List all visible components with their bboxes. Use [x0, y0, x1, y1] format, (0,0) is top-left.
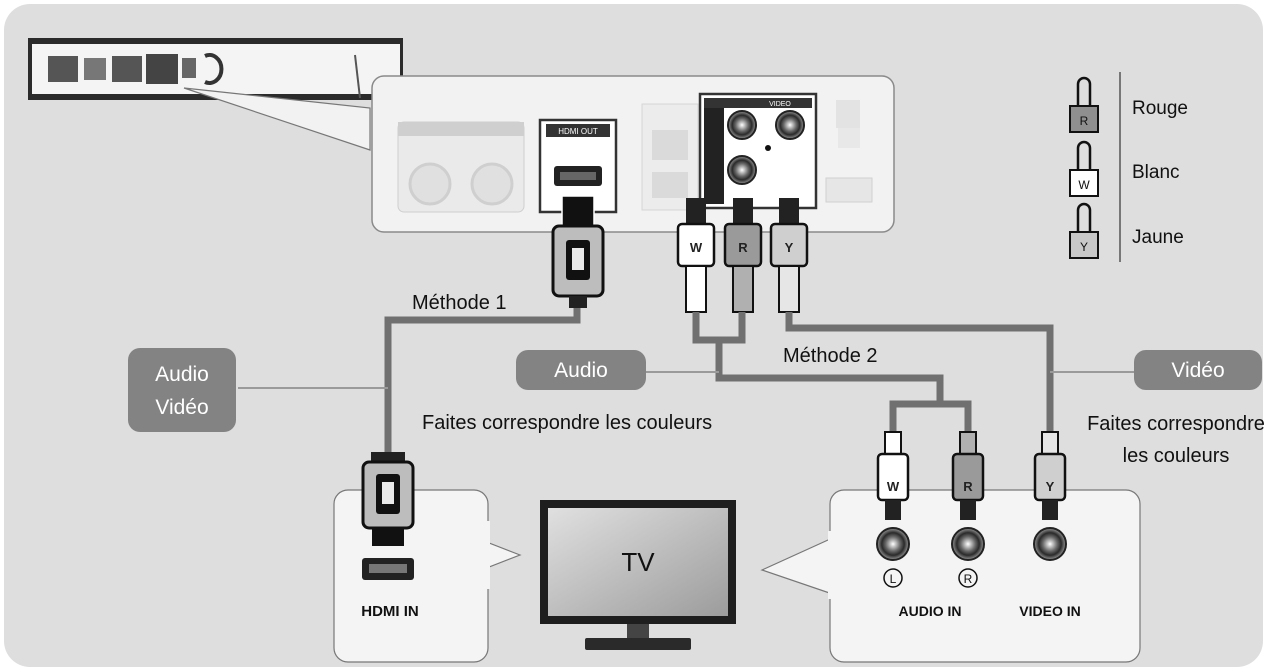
legend-blanc-label: Blanc — [1132, 162, 1180, 183]
method-1-label: Méthode 1 — [412, 292, 507, 314]
audio-in-r-jack — [951, 527, 985, 561]
plug-r-bottom-label: R — [963, 479, 973, 494]
composite-cables: W R Y — [676, 198, 1054, 432]
color-legend: R Rouge W Blanc Y Jaune — [1069, 72, 1188, 262]
legend-rouge-label: Rouge — [1132, 98, 1188, 119]
plug-w-top-label: W — [690, 240, 703, 255]
tag-audio-video-line1: Audio — [155, 363, 209, 386]
tag-audio: Audio — [516, 350, 646, 390]
tag-audio-video-line2: Vidéo — [155, 396, 208, 419]
video-output-jack — [775, 110, 805, 140]
plug-y-bottom-label: Y — [1046, 479, 1055, 494]
plug-r-top-label: R — [738, 240, 748, 255]
legend-jaune-label: Jaune — [1132, 227, 1184, 248]
hdmi-cable — [384, 195, 605, 462]
audio-in-label: AUDIO IN — [899, 603, 962, 619]
legend-blanc-letter: W — [1078, 178, 1090, 192]
zoom-callout-pointer — [183, 87, 371, 151]
audio-r-output-jack — [727, 155, 757, 185]
legend-jaune-letter: Y — [1080, 240, 1088, 254]
match-colors-hint: Faites correspondre les couleurs — [422, 412, 712, 434]
tv-set: TV — [540, 500, 736, 650]
plug-y-top-label: Y — [785, 240, 794, 255]
audio-l-output-jack — [727, 110, 757, 140]
tag-audio-text: Audio — [554, 359, 608, 382]
tag-video-text: Vidéo — [1171, 359, 1224, 382]
method-2-label: Méthode 2 — [783, 345, 878, 367]
tv-hdmi-panel: HDMI IN — [333, 452, 522, 663]
audio-r-mark: R — [964, 572, 973, 586]
video-in-label: VIDEO IN — [1019, 603, 1080, 619]
tag-audio-video: Audio Vidéo — [128, 348, 236, 432]
plug-w-bottom-label: W — [887, 479, 900, 494]
match-colors-hint-right-1: Faites correspondre — [1087, 413, 1265, 435]
tv-composite-panel: W R Y L R AUDIO IN VIDEO IN — [760, 431, 1141, 663]
video-in-jack — [1033, 527, 1067, 561]
legend-rouge-letter: R — [1080, 114, 1089, 128]
hdmi-in-label: HDMI IN — [361, 603, 419, 620]
player-rear-strip — [28, 38, 403, 100]
audio-in-l-jack — [876, 527, 910, 561]
tv-label: TV — [621, 547, 655, 577]
audio-l-mark: L — [890, 572, 897, 586]
hdmi-out-label: HDMI OUT — [558, 127, 598, 136]
video-output-label: VIDEO — [769, 101, 791, 108]
match-colors-hint-right-2: les couleurs — [1123, 445, 1230, 467]
tag-video: Vidéo — [1134, 350, 1262, 390]
player-rear-panel: HDMI OUT VIDEO — [371, 75, 895, 233]
